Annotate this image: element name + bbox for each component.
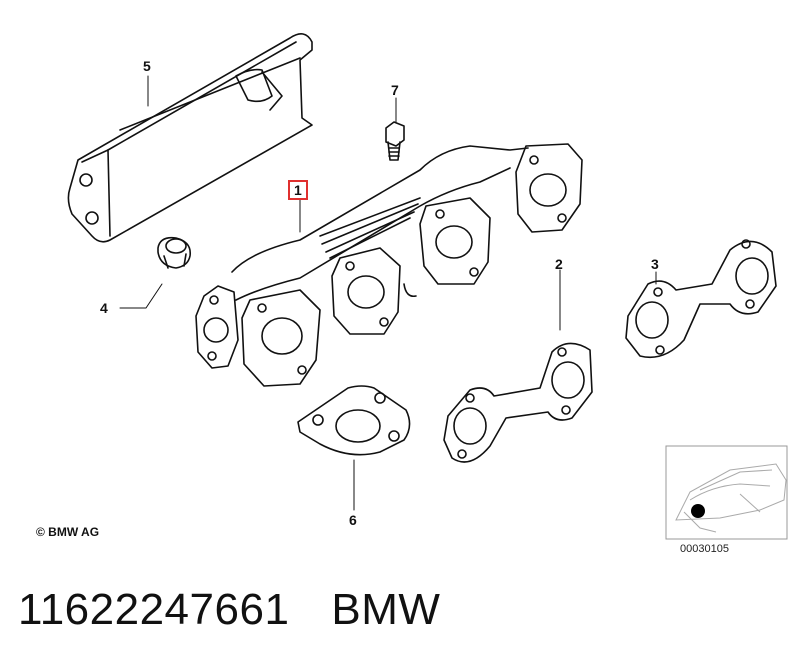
vehicle-location-thumbnail — [665, 445, 788, 540]
copyright-notice: © BMW AG — [36, 525, 100, 539]
callout-4: 4 — [100, 300, 108, 316]
callout-7: 7 — [391, 82, 399, 98]
footer-caption: 11622247661 BMW — [18, 585, 440, 635]
grommet-part — [157, 236, 192, 269]
gasket-3-part — [625, 239, 777, 359]
brand-name: BMW — [331, 585, 441, 634]
callout-6: 6 — [349, 512, 357, 528]
heat-shield-part — [67, 33, 313, 243]
callout-3: 3 — [651, 256, 659, 272]
location-marker-icon — [691, 504, 705, 518]
exploded-parts-diagram — [67, 33, 788, 540]
gasket-6-part — [297, 385, 411, 456]
exhaust-manifold-part — [195, 143, 583, 387]
leader-lines — [119, 75, 657, 511]
bolt-part — [385, 121, 405, 161]
callout-2: 2 — [555, 256, 563, 272]
callout-5: 5 — [143, 58, 151, 74]
callout-1: 1 — [288, 180, 308, 200]
part-number: 11622247661 — [18, 585, 290, 634]
thumbnail-code: 00030105 — [680, 543, 729, 555]
gasket-2-part — [443, 342, 593, 463]
